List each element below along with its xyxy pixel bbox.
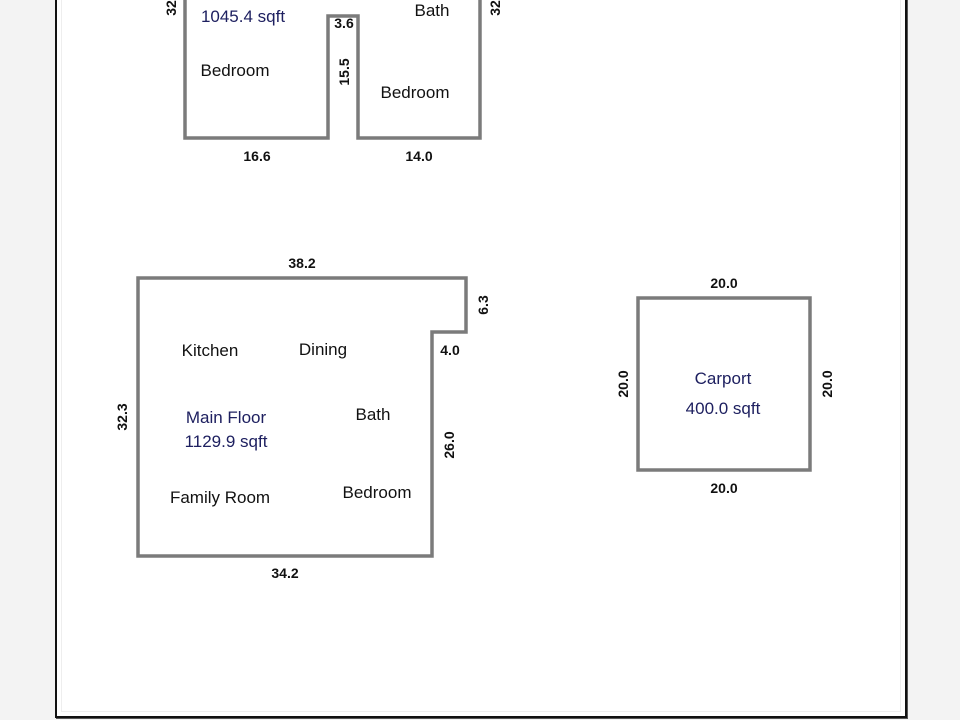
main-step-dim: 4.0 [440, 342, 460, 358]
room-label: Bath [415, 1, 450, 20]
carport-name: Carport [695, 369, 752, 388]
room-label: Dining [299, 340, 347, 359]
upper-floor[interactable]: 32 32 1045.4 sqft Bedroom Bath Bedroom 3… [163, 0, 503, 164]
upper-bottom-left-dim: 16.6 [243, 148, 270, 164]
carport-area: 400.0 sqft [686, 399, 761, 418]
carport-top-dim: 20.0 [710, 275, 737, 291]
upper-left-dim: 32 [163, 0, 179, 16]
room-label: Family Room [170, 488, 270, 507]
room-label: Bath [356, 405, 391, 424]
main-floor[interactable]: 38.2 6.3 4.0 26.0 32.3 34.2 Kitchen Dini… [114, 255, 491, 581]
main-floor-walls [136, 276, 468, 558]
main-right-lower-dim: 26.0 [441, 431, 457, 458]
main-floor-name: Main Floor [186, 408, 267, 427]
main-left-dim: 32.3 [114, 403, 130, 430]
carport[interactable]: 20.0 20.0 20.0 20.0 Carport 400.0 sqft [615, 275, 835, 496]
main-right-upper-dim: 6.3 [475, 295, 491, 315]
room-label: Bedroom [343, 483, 412, 502]
room-label: Kitchen [182, 341, 239, 360]
sketch-inner-border [61, 0, 901, 712]
notch-width-dim: 3.6 [334, 15, 354, 31]
upper-right-dim: 32 [487, 0, 503, 16]
carport-walls [636, 296, 812, 472]
room-label: Bedroom [381, 83, 450, 102]
main-top-dim: 38.2 [288, 255, 315, 271]
main-floor-area: 1129.9 sqft [185, 432, 268, 451]
upper-floor-walls [183, 0, 482, 140]
carport-bottom-dim: 20.0 [710, 480, 737, 496]
upper-floor-area: 1045.4 sqft [201, 7, 285, 26]
notch-depth-dim: 15.5 [336, 58, 352, 85]
carport-left-dim: 20.0 [615, 370, 631, 397]
main-bottom-dim: 34.2 [271, 565, 298, 581]
carport-right-dim: 20.0 [819, 370, 835, 397]
upper-bottom-right-dim: 14.0 [405, 148, 432, 164]
room-label: Bedroom [201, 61, 270, 80]
